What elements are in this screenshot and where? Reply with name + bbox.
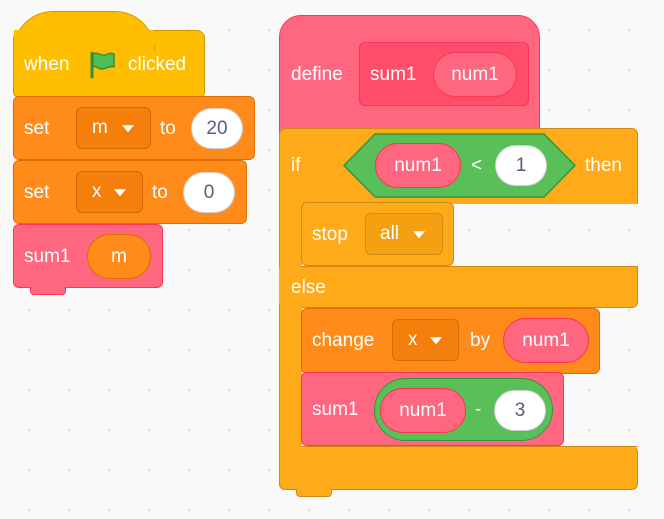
then-label: then <box>585 155 622 176</box>
variable-dropdown-value: x <box>408 329 418 350</box>
else-label: else <box>291 277 326 298</box>
param-num1-reporter[interactable]: num1 <box>375 143 461 188</box>
clicked-label: clicked <box>128 54 187 75</box>
variable-dropdown-value: m <box>92 117 108 138</box>
sum1-label: sum1 <box>312 399 359 420</box>
param-num1-reporter[interactable]: num1 <box>433 52 517 97</box>
if-else-left-arm-bottom <box>279 304 302 450</box>
block-notch <box>296 489 332 497</box>
subtract-right-input[interactable]: 3 <box>494 390 546 431</box>
if-else-left-arm-top <box>279 200 302 270</box>
else-section <box>279 266 638 308</box>
set-m-value-input[interactable]: 20 <box>191 108 243 149</box>
stop-label: stop <box>312 224 348 245</box>
chevron-down-icon <box>413 231 425 239</box>
chevron-down-icon <box>114 189 126 197</box>
change-label: change <box>312 330 375 351</box>
by-label: by <box>470 330 491 351</box>
hat-cap-fill <box>14 30 154 52</box>
if-else-footer <box>279 446 638 490</box>
less-than-symbol: < <box>471 155 483 176</box>
green-flag-icon <box>86 50 118 80</box>
variable-dropdown-value: x <box>92 181 102 202</box>
chevron-down-icon <box>430 337 442 345</box>
if-label: if <box>291 155 301 176</box>
define-label: define <box>291 64 343 85</box>
to-label: to <box>160 118 176 139</box>
variable-dropdown-x[interactable]: x <box>392 319 459 361</box>
variable-dropdown-m[interactable]: m <box>76 107 151 149</box>
block-notch <box>30 287 66 295</box>
chevron-down-icon <box>122 125 134 133</box>
param-num1-reporter[interactable]: num1 <box>380 388 466 433</box>
if-else-footer-top-edge <box>302 446 638 447</box>
stop-option-value: all <box>380 223 400 244</box>
when-label: when <box>24 54 70 75</box>
less-than-right-input[interactable]: 1 <box>495 145 547 186</box>
sum1-label: sum1 <box>24 246 71 267</box>
param-num1-reporter[interactable]: num1 <box>503 318 589 363</box>
else-section-left-fill <box>280 266 302 308</box>
prototype-name: sum1 <box>370 64 417 85</box>
stop-option-dropdown[interactable]: all <box>365 213 443 255</box>
set-x-value-input[interactable]: 0 <box>183 172 235 213</box>
to-label: to <box>152 182 168 203</box>
variable-reporter-m[interactable]: m <box>87 234 151 279</box>
set-label: set <box>24 118 50 139</box>
minus-symbol: - <box>475 399 482 420</box>
variable-dropdown-x[interactable]: x <box>76 171 143 213</box>
set-label: set <box>24 182 50 203</box>
